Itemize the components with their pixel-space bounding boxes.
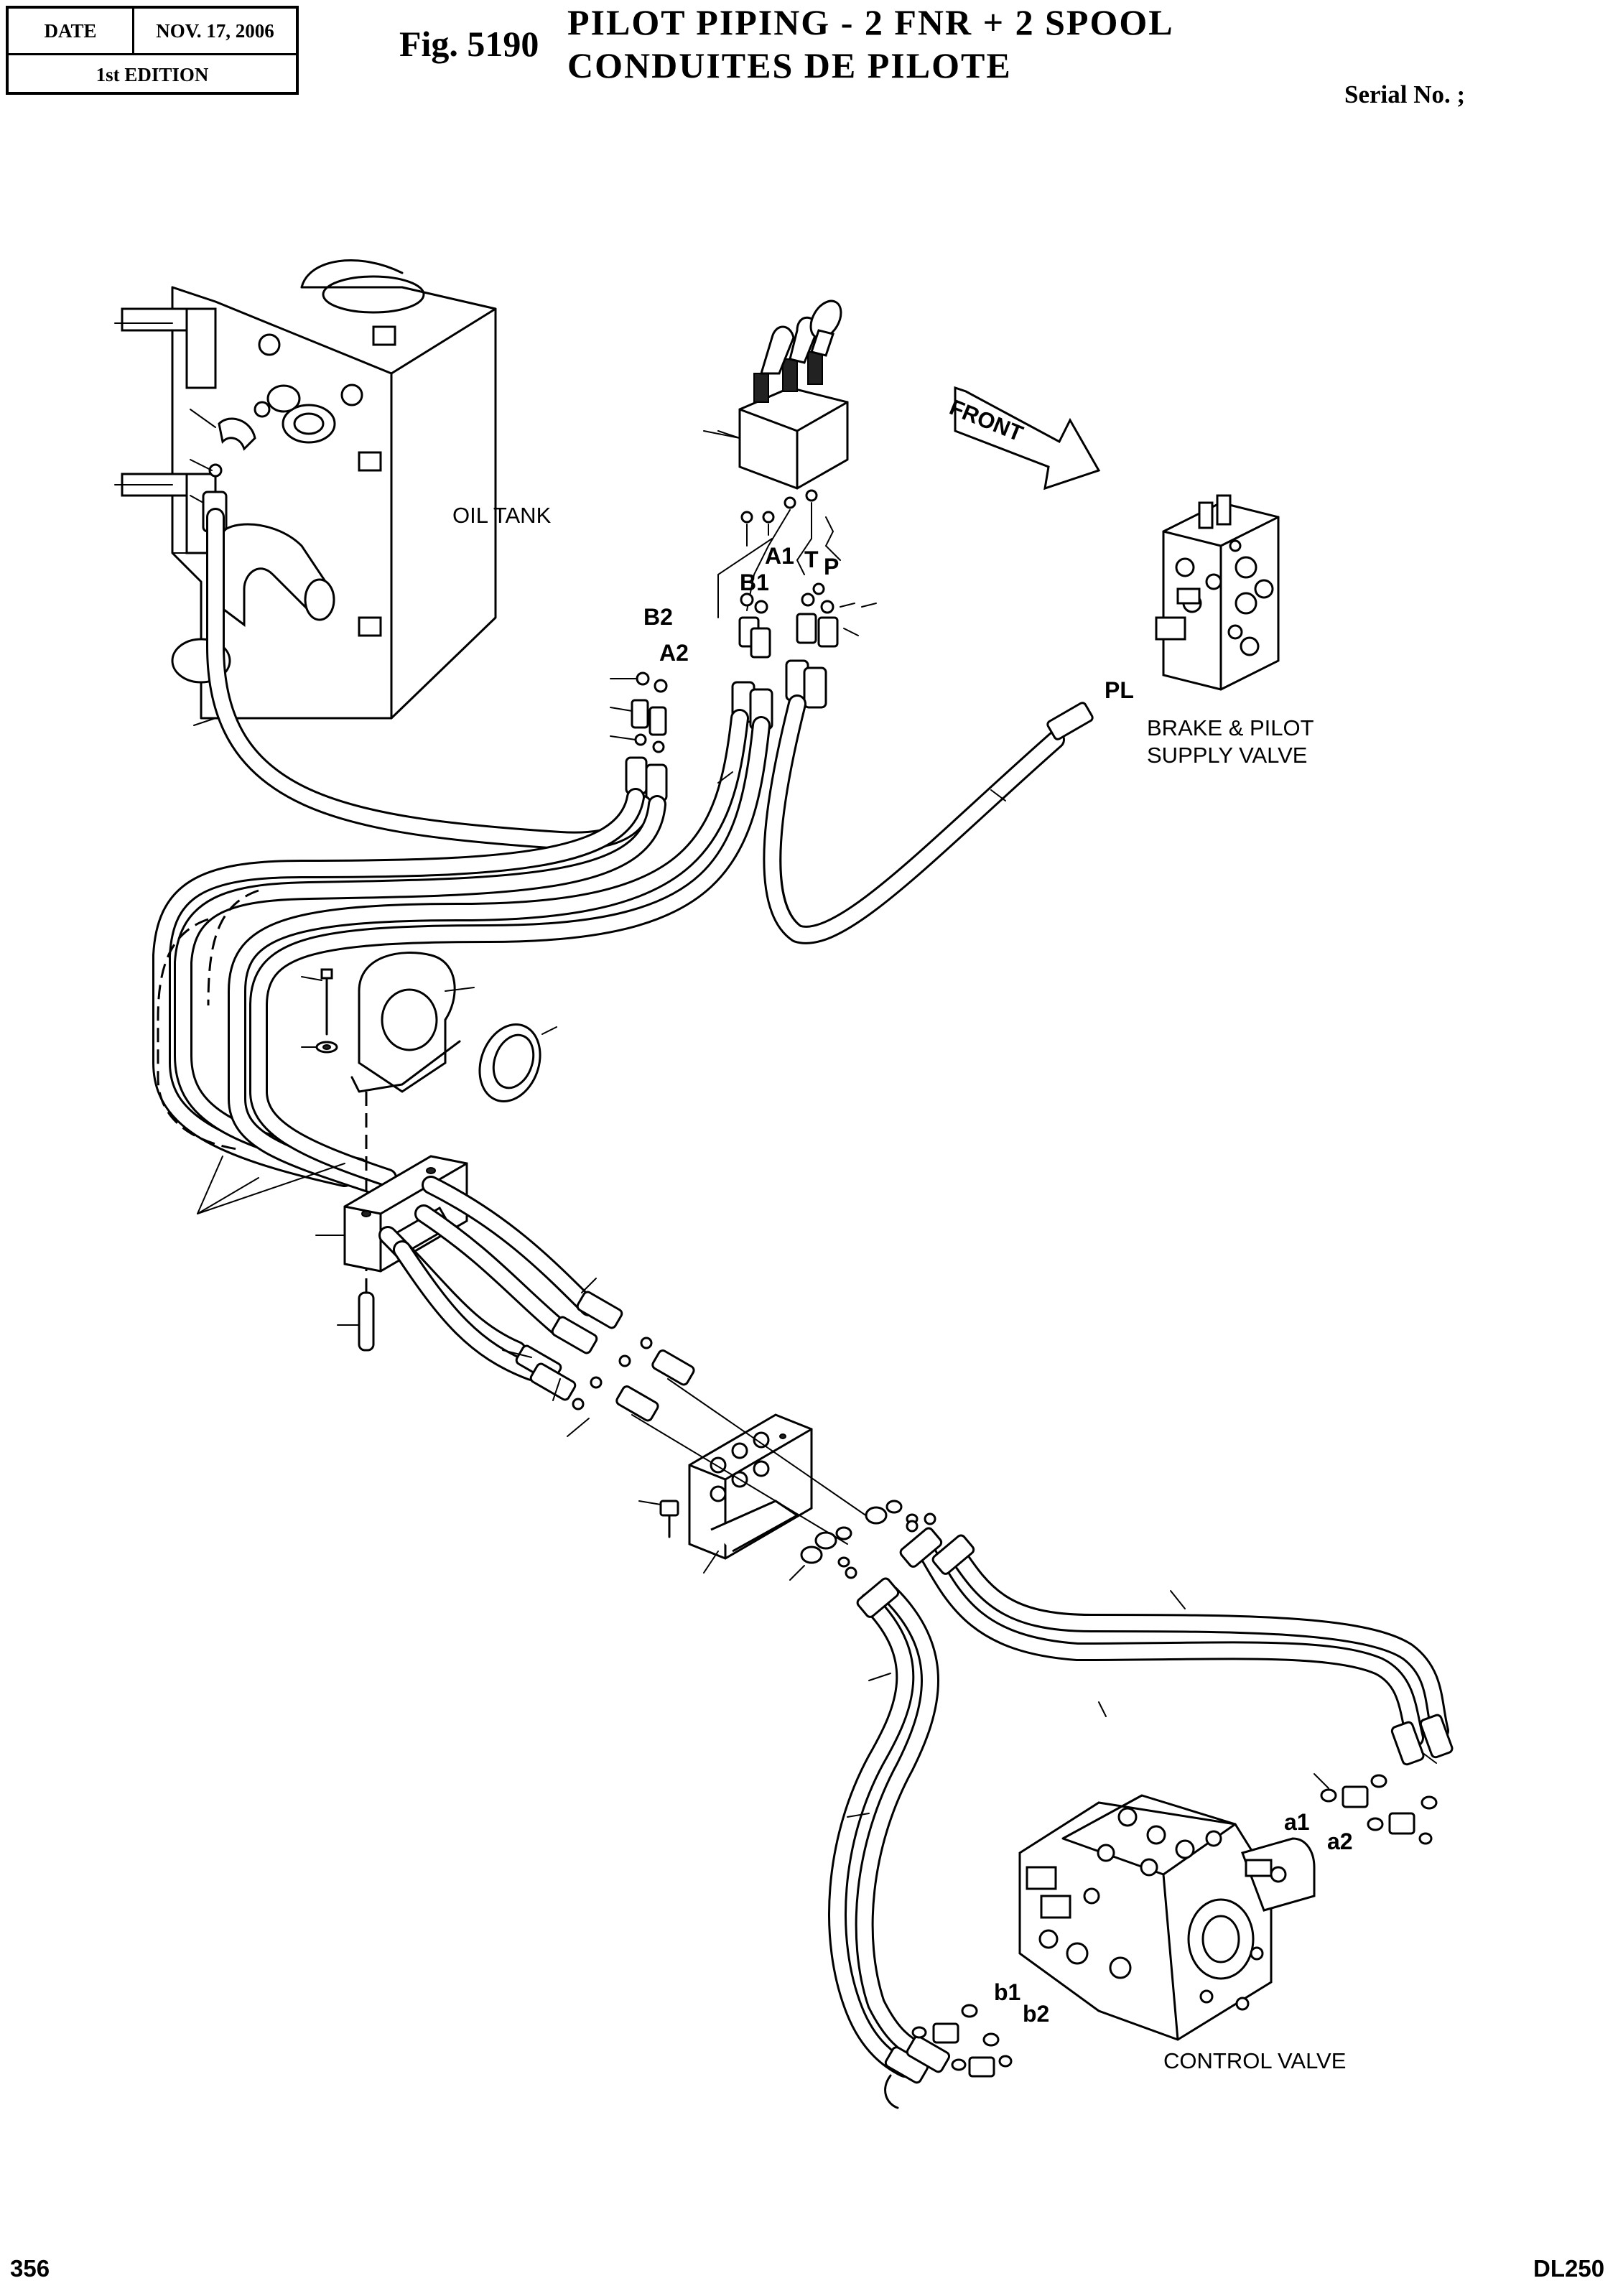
- tank-elbow-fitting: [190, 401, 271, 533]
- page-number: 356: [10, 2255, 50, 2282]
- fitting-mounting-plate: [631, 1378, 877, 1574]
- brake-valve-label-line2: SUPPLY VALVE: [1147, 743, 1307, 768]
- a1-a2-fittings: [1314, 1773, 1438, 1845]
- control-valve: [1018, 1794, 1316, 2041]
- page-title-english: PILOT PIPING - 2 FNR + 2 SPOOL: [567, 2, 1174, 42]
- page-title-french: CONDUITES DE PILOTE: [567, 45, 1012, 85]
- date-edition-box: DATE NOV. 17, 2006 1st EDITION: [6, 6, 299, 95]
- b1-b2-fittings: [911, 2004, 1013, 2078]
- figure-number: Fig. 5190: [399, 24, 539, 64]
- clamp-pin: [337, 1291, 375, 1352]
- port-label-a2-lower: a2: [1327, 1828, 1353, 1854]
- port-label-p: P: [824, 554, 839, 580]
- edition-label: 1st EDITION: [96, 64, 209, 85]
- joystick-pilot-valve: [703, 299, 849, 490]
- port-label-b2: B2: [643, 604, 673, 630]
- port-label-a1: A1: [765, 543, 794, 569]
- date-row: DATE NOV. 17, 2006: [9, 9, 296, 55]
- front-arrow: [954, 386, 1101, 491]
- port-label-b1: B1: [740, 570, 769, 595]
- lower-hoses: [828, 1512, 1454, 2109]
- port-label-pl: PL: [1105, 677, 1134, 703]
- port-label-t: T: [804, 547, 819, 572]
- brake-pilot-supply-valve: [1155, 494, 1280, 691]
- port-label-a1-lower: a1: [1284, 1809, 1310, 1835]
- oil-tank-label: OIL TANK: [452, 503, 552, 528]
- hidden-hose-path-2: [207, 889, 259, 1006]
- model-number: DL250: [1533, 2255, 1605, 2282]
- middle-hoses: [378, 1176, 695, 1437]
- port-label-b2-lower: b2: [1023, 2001, 1049, 2027]
- upper-hoses: [152, 508, 1094, 1194]
- date-label: DATE: [9, 9, 134, 53]
- date-value: NOV. 17, 2006: [156, 19, 274, 42]
- control-valve-label: CONTROL VALVE: [1163, 2048, 1346, 2073]
- bracket-and-grommet: [301, 952, 557, 1293]
- joystick-port-fittings: [717, 489, 859, 659]
- port-label-a2: A2: [659, 640, 689, 666]
- serial-number: Serial No. ;: [1344, 80, 1466, 108]
- part-leader-lines: [193, 430, 877, 784]
- brake-valve-label-line1: BRAKE & PILOT: [1147, 715, 1314, 740]
- port-label-b1-lower: b1: [994, 1979, 1020, 2005]
- oil-tank: [114, 259, 497, 720]
- b2-a2-fittings: [610, 671, 668, 802]
